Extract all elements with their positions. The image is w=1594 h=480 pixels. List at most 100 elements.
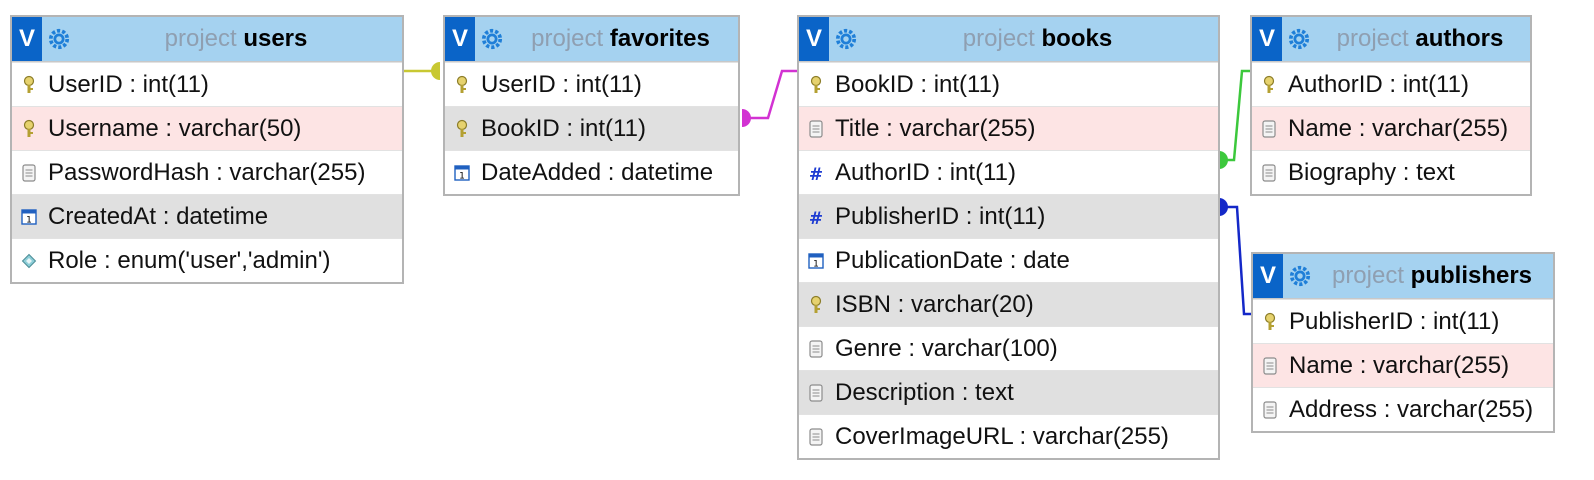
enum-column-icon [18, 239, 40, 283]
column-row[interactable]: Name : varchar(255) [1252, 106, 1530, 150]
gear-icon[interactable] [475, 17, 509, 61]
table-name: publishers [1410, 262, 1533, 289]
table-title: project publishers [1317, 262, 1553, 290]
column-row[interactable]: 1 PublicationDate : date [799, 238, 1218, 282]
column-row[interactable]: # AuthorID : int(11) [799, 150, 1218, 194]
primary-key-icon [1258, 63, 1280, 107]
date-column-icon: 1 [451, 151, 473, 195]
relation-favorites-books[interactable] [742, 69, 806, 127]
table-name: users [243, 25, 308, 52]
schema-name: project [962, 25, 1042, 52]
column-name: Title : varchar(255) [835, 114, 1036, 142]
svg-text:1: 1 [26, 215, 32, 225]
text-column-icon [805, 107, 827, 151]
column-name: UserID : int(11) [48, 70, 209, 98]
column-row[interactable]: BookID : int(11) [445, 106, 738, 150]
gear-icon[interactable] [1282, 17, 1316, 61]
column-name: AuthorID : int(11) [1288, 70, 1469, 98]
column-row[interactable]: UserID : int(11) [12, 62, 402, 106]
svg-text:#: # [809, 165, 823, 182]
column-name: BookID : int(11) [835, 70, 1000, 98]
text-column-icon [1258, 107, 1280, 151]
column-row[interactable]: Role : enum('user','admin') [12, 238, 402, 282]
table-publishers[interactable]: V project publishers PublisherID : int(1… [1251, 252, 1555, 433]
table-header[interactable]: V project books [799, 17, 1218, 62]
column-row[interactable]: BookID : int(11) [799, 62, 1218, 106]
column-name: Genre : varchar(100) [835, 334, 1058, 362]
column-row[interactable]: Genre : varchar(100) [799, 326, 1218, 370]
column-name: Name : varchar(255) [1288, 114, 1509, 142]
schema-name: project [1336, 25, 1416, 52]
column-name: Name : varchar(255) [1289, 351, 1510, 379]
column-row[interactable]: Description : text [799, 370, 1218, 414]
collapse-toggle-button[interactable]: V [1253, 254, 1283, 298]
column-row[interactable]: PasswordHash : varchar(255) [12, 150, 402, 194]
column-name: PublicationDate : date [835, 246, 1070, 274]
text-column-icon [805, 415, 827, 459]
collapse-toggle-button[interactable]: V [799, 17, 829, 61]
svg-text:1: 1 [459, 171, 465, 181]
table-header[interactable]: V project favorites [445, 17, 738, 62]
table-authors[interactable]: V project authors AuthorID : int(11) Nam… [1250, 15, 1532, 196]
gear-icon[interactable] [42, 17, 76, 61]
column-row[interactable]: 1 CreatedAt : datetime [12, 194, 402, 238]
column-row[interactable]: Title : varchar(255) [799, 106, 1218, 150]
table-favorites[interactable]: V project favorites UserID : int(11) Boo… [443, 15, 740, 196]
column-name: PublisherID : int(11) [1289, 307, 1500, 335]
svg-text:#: # [809, 209, 823, 226]
collapse-toggle-button[interactable]: V [12, 17, 42, 61]
column-row[interactable]: # PublisherID : int(11) [799, 194, 1218, 238]
primary-key-icon [18, 107, 40, 151]
column-name: Role : enum('user','admin') [48, 246, 331, 274]
date-column-icon: 1 [18, 195, 40, 239]
collapse-toggle-button[interactable]: V [445, 17, 475, 61]
primary-key-icon [18, 63, 40, 107]
schema-name: project [164, 25, 244, 52]
table-header[interactable]: V project publishers [1253, 254, 1553, 299]
gear-icon[interactable] [1283, 254, 1317, 298]
column-row[interactable]: ISBN : varchar(20) [799, 282, 1218, 326]
text-column-icon [805, 371, 827, 415]
column-row[interactable]: Biography : text [1252, 150, 1530, 194]
relation-users-favorites[interactable] [402, 62, 440, 80]
numeric-column-icon: # [805, 195, 827, 239]
column-row[interactable]: 1 DateAdded : datetime [445, 150, 738, 194]
column-row[interactable]: Name : varchar(255) [1253, 343, 1553, 387]
primary-key-icon [451, 63, 473, 107]
column-name: AuthorID : int(11) [835, 158, 1016, 186]
table-title: project users [76, 25, 402, 53]
primary-key-icon [805, 283, 827, 327]
table-books[interactable]: V project books BookID : int(11) Title :… [797, 15, 1220, 460]
schema-name: project [1331, 262, 1411, 289]
column-name: UserID : int(11) [481, 70, 642, 98]
table-header[interactable]: V project users [12, 17, 402, 62]
table-title: project authors [1316, 25, 1530, 53]
collapse-toggle-button[interactable]: V [1252, 17, 1282, 61]
text-column-icon [1259, 344, 1281, 388]
column-name: Username : varchar(50) [48, 114, 302, 142]
text-column-icon [805, 327, 827, 371]
column-row[interactable]: CoverImageURL : varchar(255) [799, 414, 1218, 458]
text-column-icon [1258, 151, 1280, 195]
primary-key-icon [1259, 300, 1281, 344]
column-name: ISBN : varchar(20) [835, 290, 1034, 318]
column-name: DateAdded : datetime [481, 158, 714, 186]
column-row[interactable]: Username : varchar(50) [12, 106, 402, 150]
column-name: PublisherID : int(11) [835, 202, 1046, 230]
schema-name: project [531, 25, 610, 52]
table-header[interactable]: V project authors [1252, 17, 1530, 62]
column-row[interactable]: AuthorID : int(11) [1252, 62, 1530, 106]
table-name: books [1041, 25, 1113, 52]
column-name: PasswordHash : varchar(255) [48, 158, 366, 186]
column-row[interactable]: Address : varchar(255) [1253, 387, 1553, 431]
table-users[interactable]: V project users UserID : int(11) Usernam… [10, 15, 404, 284]
gear-icon[interactable] [829, 17, 863, 61]
column-row[interactable]: PublisherID : int(11) [1253, 299, 1553, 343]
svg-text:1: 1 [813, 259, 819, 269]
primary-key-icon [805, 63, 827, 107]
table-title: project books [863, 25, 1218, 53]
numeric-column-icon: # [805, 151, 827, 195]
table-name: authors [1415, 25, 1504, 52]
column-row[interactable]: UserID : int(11) [445, 62, 738, 106]
